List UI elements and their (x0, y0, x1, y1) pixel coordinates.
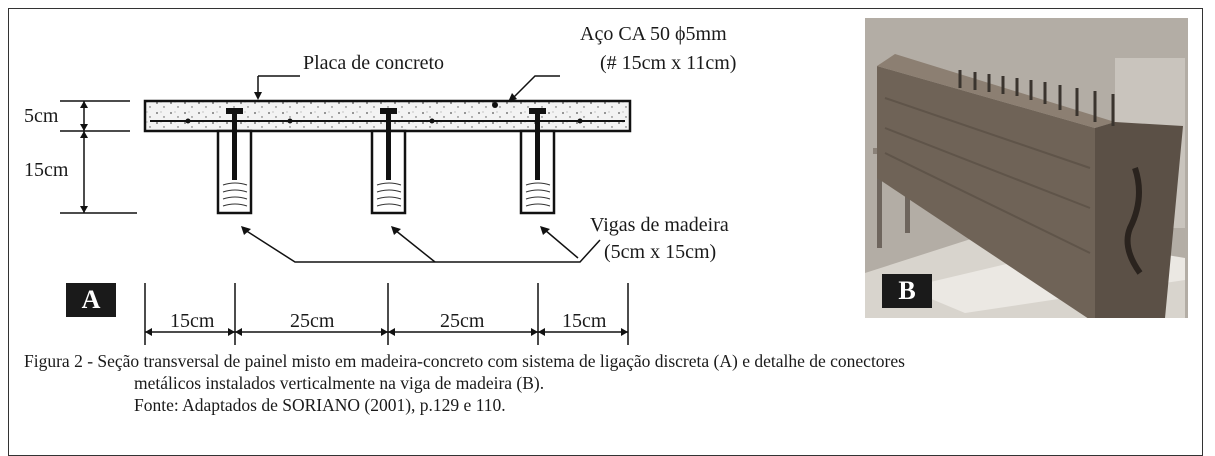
span-dimension: 15cm (562, 310, 607, 332)
caption-line-1: Figura 2 - Seção transversal de painel m… (24, 351, 905, 371)
figure-caption: Figura 2 - Seção transversal de painel m… (24, 350, 1194, 416)
beam-photo-illustration (865, 18, 1188, 318)
panel-b-badge: B (882, 274, 932, 308)
steel-connector (226, 108, 546, 180)
span-dimension: 25cm (290, 310, 335, 332)
beam-height-dimension: 15cm (24, 159, 69, 181)
steel-leader (512, 75, 560, 99)
panel-a-badge: A (66, 283, 116, 317)
horizontal-dimension (144, 283, 629, 345)
wood-grain (222, 182, 551, 207)
caption-source: Fonte: Adaptados de SORIANO (2001), p.12… (134, 395, 506, 415)
cross-section-drawing (60, 75, 632, 345)
span-dimension: 25cm (440, 310, 485, 332)
connector-row (958, 70, 1115, 126)
beams-leader (244, 229, 601, 263)
span-dimension: 15cm (170, 310, 215, 332)
beams-label: Vigas de madeira (590, 214, 729, 236)
beam-size-label: (5cm x 15cm) (604, 241, 717, 263)
slab-height-dimension: 5cm (24, 105, 59, 127)
steel-mesh-label: (# 15cm x 11cm) (600, 52, 737, 74)
slab-label: Placa de concreto (303, 52, 445, 74)
steel-label: Aço CA 50 ϕ5mm (580, 23, 727, 45)
vertical-dimension (60, 100, 137, 214)
caption-line-2: metálicos instalados verticalmente na vi… (134, 373, 545, 393)
beam-photo (865, 18, 1188, 318)
